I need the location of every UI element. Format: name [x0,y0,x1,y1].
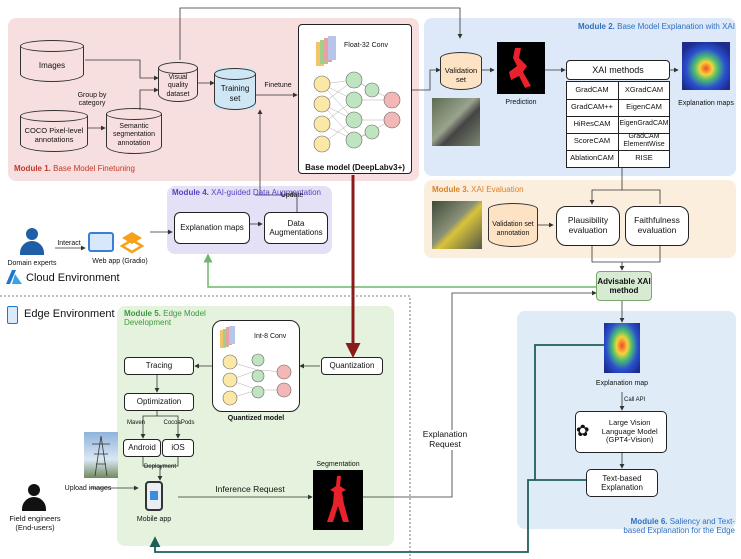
cocoapods-label: CocoaPods [163,420,195,426]
module4-title: Module 4. XAI-guided Data Augmentation [172,188,321,197]
xai-method: GradCAM ElementWise [623,133,665,148]
module6-title: Module 6. Saliency and Text-based Explan… [623,517,735,535]
text-explanation-box: Text-based Explanation [586,469,658,497]
cloud-environment-label: Cloud Environment [26,272,120,284]
xai-method: GradCAM [575,85,609,94]
explanation-map-label: Explanation map [595,380,649,387]
person-icon [20,228,44,256]
xai-method: EigenGradCAM [619,120,669,127]
explanation-heatmap [682,42,730,90]
segmentation-label: Segmentation [316,461,360,468]
data-augmentations-box: Data Augmentations [264,212,328,244]
mobile-app-icon [145,481,163,511]
android-box: Android [123,439,161,457]
group-label: Group by category [77,92,107,108]
domain-experts-label: Domain experts [7,260,57,267]
module3-title: Module 3. XAI Evaluation [432,185,524,194]
int8-label: Int-8 Conv [254,333,287,340]
int8-layers-icon [220,326,238,350]
xai-method: XGradCAM [624,85,664,94]
lvlm-label: Large Vision Language Model (GPT4-Vision… [601,418,658,445]
field-engineer-icon [22,484,46,512]
interact-label: Interact [57,240,81,247]
validation-photo [432,98,480,146]
web-app-label: Web app (Gradio) [92,258,148,265]
prediction-label: Prediction [505,99,537,106]
validation-annotation-cylinder: Validation set annotation [488,203,538,247]
semantic-cylinder: Semantic segmentation annotation [106,108,162,154]
xai-method: ScoreCAM [573,136,611,145]
validation-set-cylinder: Validation set [440,52,482,90]
saliency-map-image [604,323,640,373]
plausibility-box: Plausibility evaluation [556,206,620,246]
images-cylinder: Images [20,40,84,82]
field-engineers-label: Field engineers (End-users) [9,514,61,532]
module1-title: Module 1. Base Model Finetuning [14,164,135,173]
tower-photo [84,432,118,478]
explanation-request-label: Explanation Request [418,429,472,450]
monitor-icon [88,232,114,252]
xai-method: AblationCAM [570,153,614,162]
coco-cylinder: COCO Pixel-level annotations [20,110,88,152]
advisable-method-box: Advisable XAI method [596,271,652,301]
mobile-app-label: Mobile app [136,516,172,523]
prediction-mask [497,42,545,94]
xai-methods-grid [566,81,670,168]
ios-box: iOS [162,439,194,457]
xai-method: RISE [635,153,653,162]
finetune-label: Finetune [264,82,292,89]
inference-request-label: Inference Request [215,484,285,494]
annotation-photo [432,201,482,249]
explanation-maps-box: Explanation maps [174,212,250,244]
module2-title: Module 2. Base Model Explanation with XA… [578,22,735,31]
conv-layers-icon [316,36,336,66]
gradio-logo [119,230,145,254]
segmentation-mask [313,470,363,530]
xai-method: HiResCAM [573,119,611,128]
quantized-model-label: Quantized model [227,415,285,422]
float-conv-label: Float-32 Conv [344,42,388,49]
xai-method: EigenCAM [626,102,662,111]
quantization-box: Quantization [321,357,383,375]
edge-environment-label: Edge Environment [24,308,115,320]
optimization-box: Optimization [124,393,194,411]
base-model-label: Base model (DeepLabv3+) [305,163,405,172]
faithfulness-box: Faithfulness evaluation [625,206,689,246]
tracing-box: Tracing [124,357,194,375]
phone-icon [7,306,18,324]
lvlm-box: ✿ Large Vision Language Model (GPT4-Visi… [575,411,667,453]
azure-icon [6,270,22,284]
module5-title: Module 5. Edge Model Development [124,309,206,327]
xai-methods-box: XAI methods [566,60,670,80]
xai-method: GradCAM++ [570,102,614,111]
call-api-label: Call API [624,397,646,403]
deployment-label: Deployment [143,464,176,470]
maven-label: Maven [126,420,145,426]
explanation-maps-label: Explanation maps [678,100,734,107]
upload-images-label: Upload images [64,485,112,492]
visual-quality-cylinder: Visual quality dataset [158,62,198,102]
quantized-net-icon [222,353,292,406]
training-set-cylinder: Training set [214,68,256,110]
update-label: Update [280,192,304,199]
neural-net-icon [313,71,401,153]
openai-icon: ✿ [576,422,590,440]
